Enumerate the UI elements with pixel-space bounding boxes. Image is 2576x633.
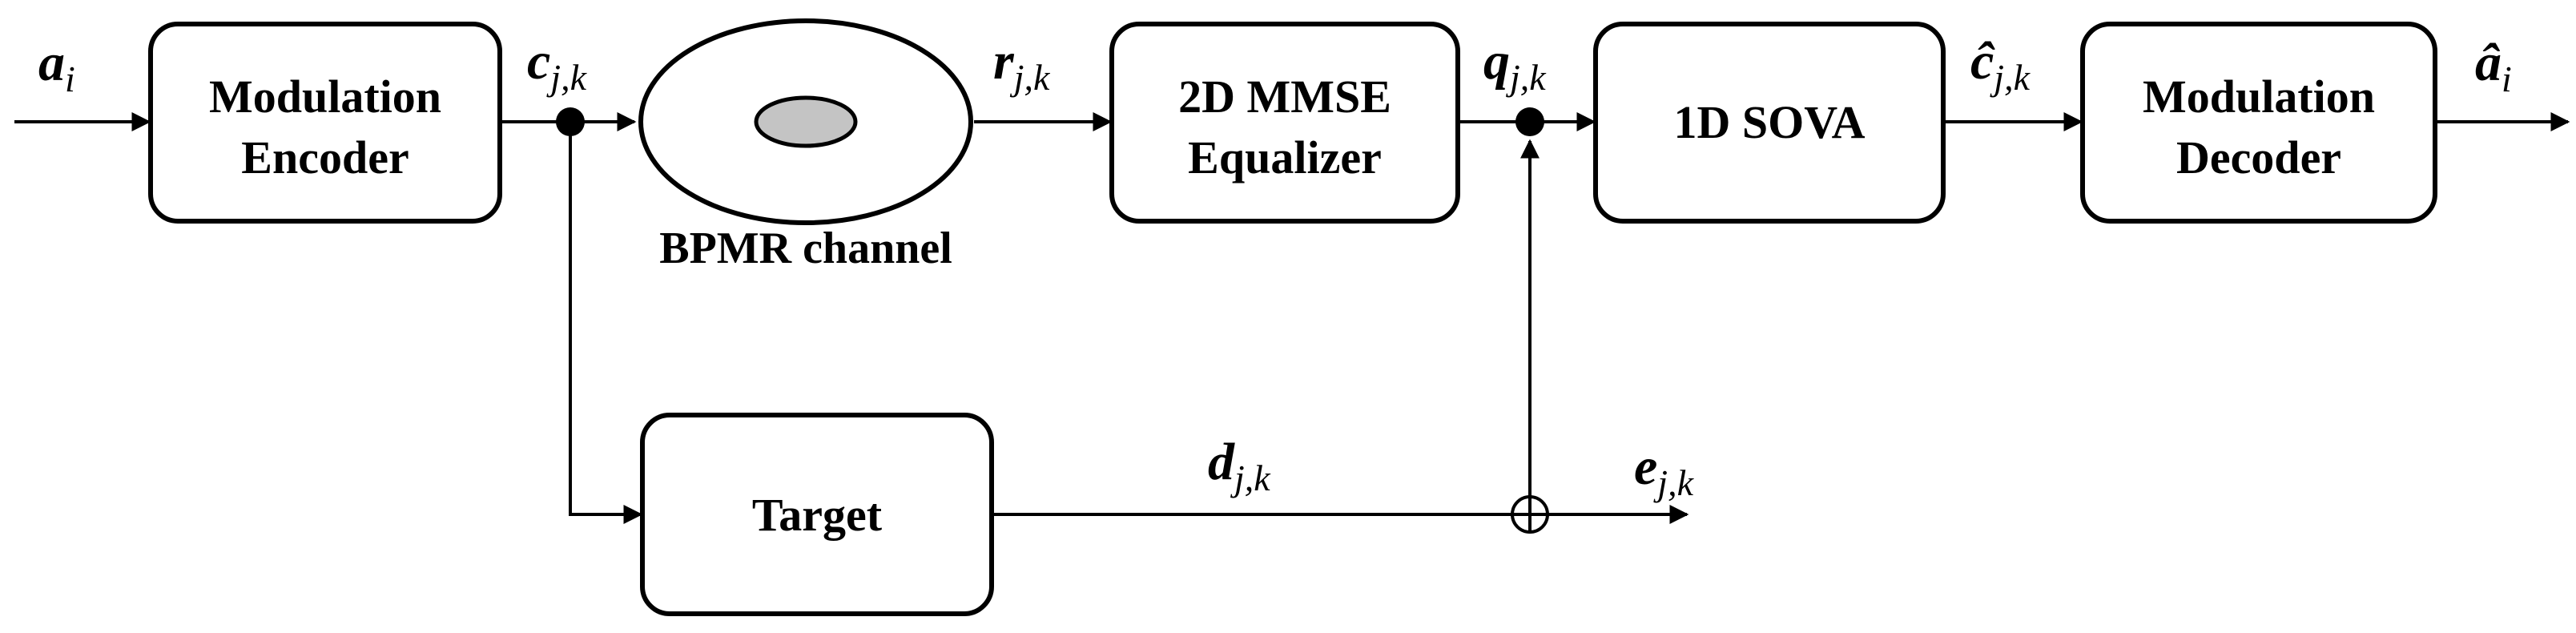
modulation-encoder-line2: Encoder bbox=[241, 131, 409, 183]
modulation-decoder-block: Modulation Decoder bbox=[2080, 22, 2437, 224]
modulation-decoder-line2: Decoder bbox=[2176, 131, 2341, 183]
junction-dot-equalized bbox=[1515, 107, 1544, 136]
sova-block: 1D SOVA bbox=[1593, 22, 1946, 224]
signal-label-desired: dj,k bbox=[1208, 433, 1271, 498]
modulation-encoder-block: Modulation Encoder bbox=[148, 22, 502, 224]
signal-label-estimate-coded: ĉj,k bbox=[1970, 32, 2031, 98]
equalizer-line1: 2D MMSE bbox=[1178, 71, 1391, 123]
target-block: Target bbox=[640, 413, 994, 616]
junction-dot-coded bbox=[556, 107, 585, 136]
equalizer-line2: Equalizer bbox=[1188, 131, 1382, 183]
modulation-decoder-line1: Modulation bbox=[2143, 71, 2375, 123]
signal-label-equalized: qj,k bbox=[1483, 32, 1547, 98]
sova-label: 1D SOVA bbox=[1673, 96, 1865, 148]
wire-branch-to-target bbox=[569, 122, 643, 524]
signal-label-coded: cj,k bbox=[527, 32, 588, 98]
summing-junction bbox=[1511, 495, 1549, 534]
signal-label-output: âi bbox=[2475, 34, 2512, 99]
modulation-encoder-line1: Modulation bbox=[209, 71, 441, 123]
target-label: Target bbox=[752, 489, 883, 541]
signal-label-readback: rj,k bbox=[993, 32, 1051, 98]
signal-label-error: ej,k bbox=[1634, 437, 1695, 503]
channel-center-dot bbox=[754, 95, 858, 148]
signal-label-input: ai bbox=[38, 34, 75, 99]
channel-caption: BPMR channel bbox=[659, 224, 952, 273]
equalizer-block: 2D MMSE Equalizer bbox=[1109, 22, 1460, 224]
bpmr-channel: BPMR channel bbox=[638, 18, 973, 273]
